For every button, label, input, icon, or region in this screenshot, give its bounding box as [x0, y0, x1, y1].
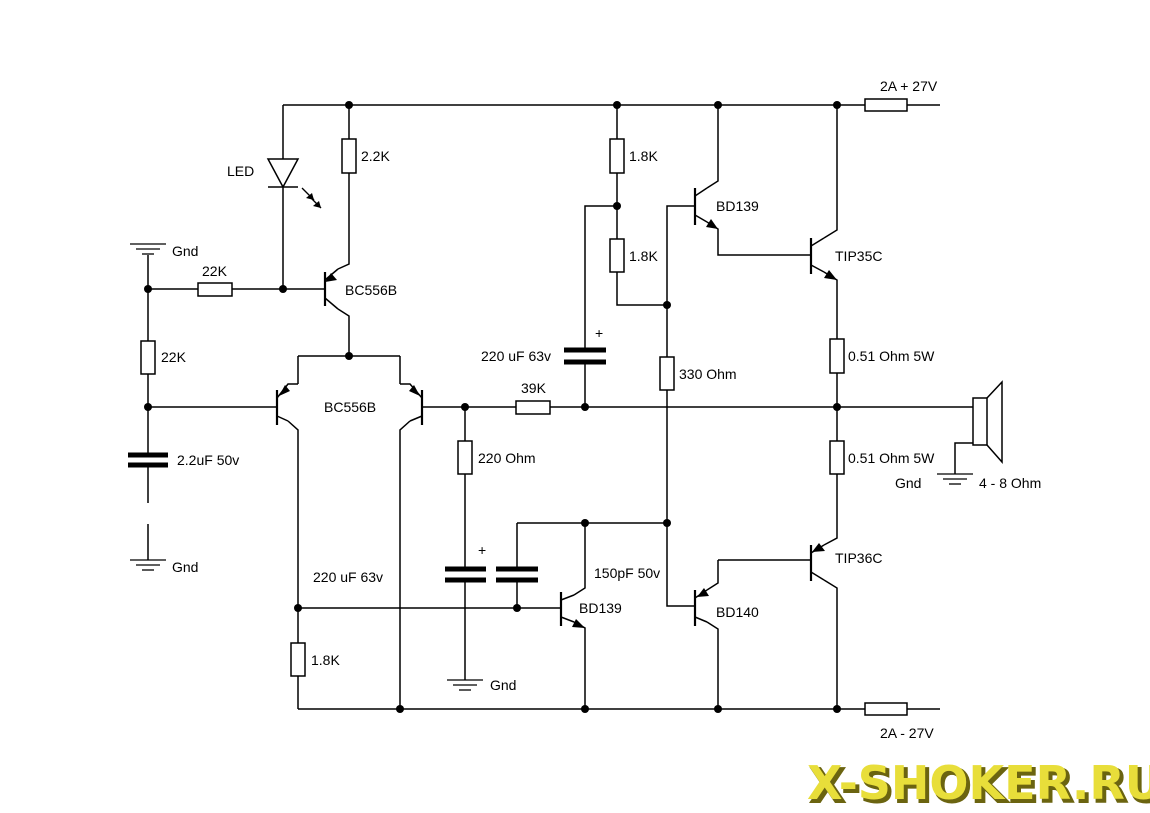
fuse-positive [864, 98, 908, 112]
label-r-051-top: 0.51 Ohm 5W [848, 348, 935, 364]
label-r-1k8-a: 1.8K [629, 148, 658, 164]
transistor-tip35c [809, 237, 837, 280]
resistor-39k [515, 400, 551, 415]
resistor-051-top [829, 338, 845, 374]
capacitor-2u2 [128, 452, 168, 468]
watermark-text: X-SHOKER.RU [807, 756, 1150, 810]
capacitor-220u-bottom [445, 566, 486, 583]
resistors [140, 98, 908, 716]
transistor-bd140 [693, 588, 709, 626]
ground-speaker [937, 473, 973, 485]
ground-left [130, 559, 166, 571]
resistor-1k8-b [609, 238, 625, 273]
capacitor-150pf [496, 566, 538, 583]
label-gnd-left: Gnd [172, 559, 198, 575]
label-plus-bot: + [478, 542, 486, 558]
capacitors [128, 347, 606, 583]
label-r-051-bot: 0.51 Ohm 5W [848, 450, 935, 466]
label-r-1k8-b: 1.8K [629, 248, 658, 264]
label-gnd-top: Gnd [172, 243, 198, 259]
resistor-330-ohm [659, 356, 675, 391]
label-supply-neg: 2A - 27V [880, 725, 934, 741]
label-r-22k-v: 22K [161, 349, 187, 365]
label-c-2u2: 2.2uF 50v [177, 452, 239, 468]
label-c-220u-top: 220 uF 63v [481, 348, 551, 364]
transistor-bd139-top [693, 187, 718, 229]
ground-top [130, 243, 166, 255]
transistor-bd139-bottom [559, 592, 585, 628]
resistor-220-ohm [457, 440, 473, 475]
label-c-220u-bot: 220 uF 63v [313, 569, 383, 585]
fuse-negative [864, 702, 908, 716]
junctions [144, 101, 841, 713]
resistor-22k-vertical [140, 340, 156, 375]
label-q-tip36c: TIP36C [835, 550, 882, 566]
capacitor-220u-top [564, 347, 606, 365]
resistor-2k2 [341, 138, 357, 174]
resistor-051-bottom [829, 440, 845, 475]
transistor-tip36c [809, 543, 825, 581]
label-r-22k-h: 22K [202, 263, 228, 279]
label-q-bd139-bot: BD139 [579, 600, 622, 616]
label-q-bc556b-pair: BC556B [324, 399, 376, 415]
label-r-220: 220 Ohm [478, 450, 536, 466]
label-c-150p: 150pF 50v [594, 565, 660, 581]
label-q-tip35c: TIP35C [835, 248, 882, 264]
transistor-bc556b-top [323, 268, 339, 310]
resistor-1k8-c [290, 642, 306, 677]
label-q-bd140: BD140 [716, 604, 759, 620]
ground-bottom [447, 679, 483, 691]
label-supply-pos: 2A + 27V [880, 78, 938, 94]
label-q-bc556b-top: BC556B [345, 282, 397, 298]
label-r-39k: 39K [521, 380, 547, 396]
transistor-bc556b-pair-left [275, 383, 298, 425]
resistor-22k-horizontal [197, 282, 233, 297]
label-led: LED [227, 163, 254, 179]
label-r-330: 330 Ohm [679, 366, 737, 382]
ground-symbols [130, 243, 973, 691]
speaker-icon [972, 380, 1003, 464]
label-q-bd139-top: BD139 [716, 198, 759, 214]
component-labels: LED 2.2K Gnd 22K BC556B 22K BC556B 2.2uF… [161, 78, 1041, 741]
led-indicator [266, 158, 322, 209]
watermark: X-SHOKER.RU X-SHOKER.RU [807, 756, 1150, 813]
resistor-1k8-a [609, 138, 625, 174]
label-r-2k2: 2.2K [361, 148, 390, 164]
label-gnd-bottom: Gnd [490, 677, 516, 693]
watermark-shadow: X-SHOKER.RU [810, 759, 1150, 813]
transistors [275, 187, 837, 628]
label-r-1k8-c: 1.8K [311, 652, 340, 668]
transistor-bc556b-pair-right [400, 383, 424, 425]
label-speaker: 4 - 8 Ohm [979, 475, 1041, 491]
label-gnd-speaker: Gnd [895, 475, 921, 491]
label-plus-top: + [595, 325, 603, 341]
